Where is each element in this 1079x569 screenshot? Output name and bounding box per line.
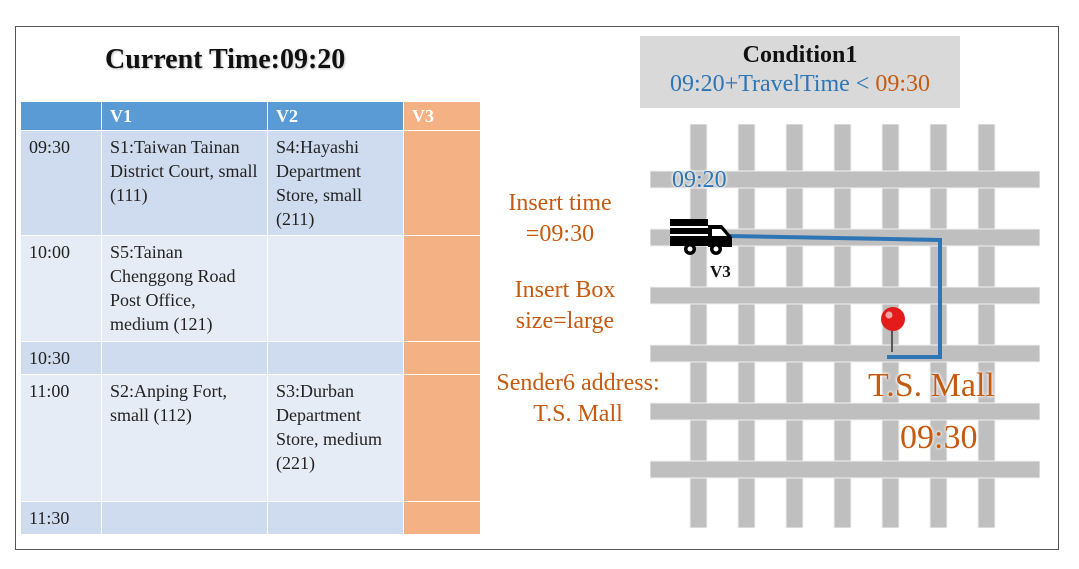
diagram-frame (15, 26, 1059, 550)
road-vertical (977, 124, 996, 528)
table-row: 11:30 (20, 501, 481, 535)
time-cell: 11:30 (20, 501, 102, 535)
start-time-label: 09:20 (672, 167, 727, 193)
location-pin-icon (881, 307, 905, 331)
insert-box-line2: size=large (515, 308, 615, 334)
v1-cell: S1:Taiwan Tainan District Court, small (… (101, 130, 268, 236)
truck-icon (670, 219, 732, 255)
table-row: 10:00 S5:Tainan Chenggong Road Post Offi… (20, 235, 481, 342)
route-line (727, 234, 942, 359)
truck-hub (713, 246, 719, 252)
road-vertical (785, 124, 804, 528)
v1-cell: S5:Tainan Chenggong Road Post Office, me… (101, 235, 268, 342)
table-row: 11:00 S2:Anping Fort, small (112) S3:Dur… (20, 374, 481, 502)
sender-address-label: Sender6 address: T.S. Mall (478, 368, 678, 430)
table-header-row: V1 V2 V3 (20, 101, 481, 131)
v2-cell: S4:Hayashi Department Store, small (211) (267, 130, 404, 236)
current-time-title: Current Time:09:20 (105, 44, 346, 75)
insert-time-label: Insert time =09:30 (490, 188, 630, 250)
truck-stripe (670, 226, 708, 228)
arrival-time-label: 09:30 (900, 419, 978, 456)
v3-cell (403, 235, 481, 342)
truck-window (712, 229, 727, 236)
v2-cell (267, 235, 404, 342)
v2-cell (267, 501, 404, 535)
v3-cell (403, 341, 481, 375)
condition-title: Condition1 (742, 42, 858, 68)
pin-highlight (885, 311, 893, 319)
truck-stripe (670, 234, 708, 236)
condition-expr-left: 09:20+TravelTime < (670, 71, 876, 97)
condition-expr-right: 09:30 (875, 71, 930, 97)
v2-cell: S3:Durban Department Store, medium (221) (267, 374, 404, 502)
header-v3: V3 (403, 101, 481, 131)
v1-cell (101, 341, 268, 375)
v1-cell: S2:Anping Fort, small (112) (101, 374, 268, 502)
vehicle-label: V3 (710, 262, 731, 281)
table-row: 09:30 S1:Taiwan Tainan District Court, s… (20, 130, 481, 236)
v3-cell (403, 130, 481, 236)
insert-box-line1: Insert Box (514, 277, 616, 303)
street-map (650, 124, 1040, 528)
time-cell: 10:00 (20, 235, 102, 342)
destination-label: T.S. Mall (868, 367, 995, 404)
truck-cargo (670, 219, 708, 246)
table-row: 10:30 (20, 341, 481, 375)
road-horizontal (650, 460, 1040, 479)
road-horizontal (650, 402, 1040, 421)
time-cell: 10:30 (20, 341, 102, 375)
time-cell: 09:30 (20, 130, 102, 236)
sender-address-line2: T.S. Mall (533, 401, 623, 427)
header-time (20, 101, 102, 131)
road-horizontal (650, 170, 1040, 189)
header-v1: V1 (101, 101, 268, 131)
time-cell: 11:00 (20, 374, 102, 502)
sender-address-line1: Sender6 address: (496, 370, 660, 396)
road-horizontal (650, 344, 1040, 363)
road-vertical (833, 124, 852, 528)
v1-cell (101, 501, 268, 535)
v2-cell (267, 341, 404, 375)
condition-box: Condition1 09:20+TravelTime < 09:30 (640, 36, 960, 108)
header-v2: V2 (267, 101, 404, 131)
road-vertical (737, 124, 756, 528)
truck-hub (687, 246, 693, 252)
insert-box-label: Insert Box size=large (490, 275, 640, 337)
insert-time-line1: Insert time (508, 190, 612, 216)
schedule-table: V1 V2 V3 09:30 S1:Taiwan Tainan District… (20, 101, 481, 535)
v3-cell (403, 374, 481, 502)
insert-time-line2: =09:30 (525, 221, 595, 247)
v3-cell (403, 501, 481, 535)
condition-expression: 09:20+TravelTime < 09:30 (640, 71, 960, 98)
road-horizontal (650, 286, 1040, 305)
